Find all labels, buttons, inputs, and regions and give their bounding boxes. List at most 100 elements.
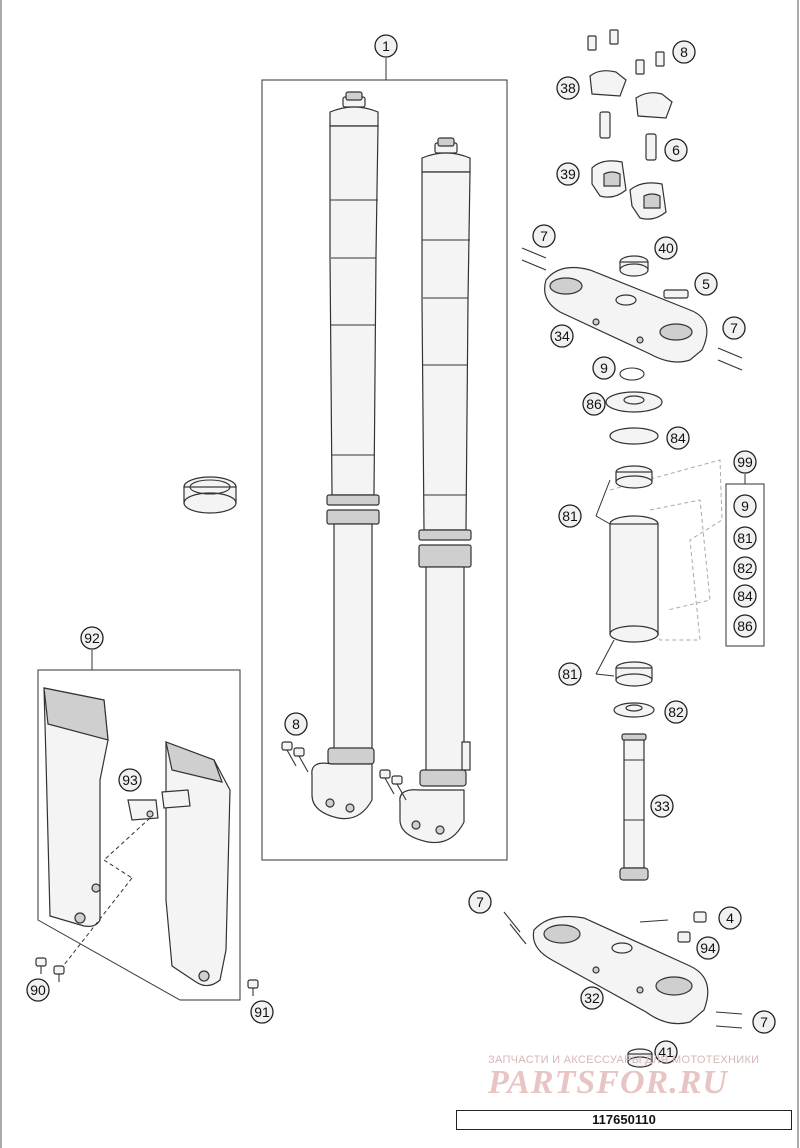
screws-guard: [35, 957, 259, 996]
callout-label: 81: [562, 666, 578, 682]
callout-circle: [733, 584, 757, 608]
callout-circle: [468, 890, 492, 914]
steering-stem: [619, 733, 649, 881]
washer-86: [605, 391, 663, 413]
callout-label: 93: [122, 772, 138, 788]
callout-label: 9: [741, 498, 749, 514]
callout-circle: [558, 662, 582, 686]
callout-c82a: 82: [733, 556, 757, 580]
drawing-number: 117650110: [456, 1110, 792, 1130]
callout-circle: [733, 556, 757, 580]
callout-circle: [664, 138, 688, 162]
callout-label: 7: [730, 320, 738, 336]
callout-label: 82: [737, 560, 753, 576]
fork-guard-frame: [37, 669, 241, 1001]
fork-guard-right: [161, 741, 231, 987]
callout-label: 9: [600, 360, 608, 376]
callout-circle: [592, 356, 616, 380]
callout-c32: 32: [580, 986, 604, 1010]
head-tube: [609, 515, 659, 643]
callout-c8a: 8: [672, 40, 696, 64]
callout-circle: [752, 1010, 776, 1034]
callout-c91: 91: [250, 1000, 274, 1024]
callout-circle: [550, 324, 574, 348]
callout-label: 39: [560, 166, 576, 182]
callout-label: 7: [540, 228, 548, 244]
callout-c33: 33: [650, 794, 674, 818]
callout-c7a: 7: [532, 224, 556, 248]
callout-label: 7: [476, 894, 484, 910]
callout-c86a: 86: [582, 392, 606, 416]
callout-c90: 90: [26, 978, 50, 1002]
callout-label: 7: [760, 1014, 768, 1030]
callout-c82b: 82: [664, 700, 688, 724]
bolt-4-nut-94: [639, 911, 707, 943]
callout-label: 84: [737, 588, 753, 604]
bearing-81-top: [615, 465, 653, 489]
callout-circle: [580, 986, 604, 1010]
callout-label: 86: [737, 618, 753, 634]
callout-circle: [118, 768, 142, 792]
callout-circle: [718, 906, 742, 930]
callout-circle: [250, 1000, 274, 1024]
callout-circle: [733, 494, 757, 518]
callout-label: 82: [668, 704, 684, 720]
handlebar-clamps-lower: [591, 160, 667, 220]
callout-c84a: 84: [666, 426, 690, 450]
callout-c9b: 9: [733, 494, 757, 518]
callout-circle: [80, 626, 104, 650]
callout-c7d: 7: [752, 1010, 776, 1034]
leaders-81: [595, 479, 615, 677]
fork-leg-left: [311, 91, 380, 820]
callout-c5: 5: [694, 272, 718, 296]
callout-circle: [733, 450, 757, 474]
callout-circle: [556, 76, 580, 100]
callout-circle: [654, 236, 678, 260]
callout-label: 84: [670, 430, 686, 446]
callout-label: 38: [560, 80, 576, 96]
callout-c84b: 84: [733, 584, 757, 608]
callout-circle: [733, 526, 757, 550]
lower-triple-clamp: [532, 915, 709, 1025]
frame-ghost: [609, 459, 723, 641]
callout-c81a: 81: [558, 504, 582, 528]
callout-c38: 38: [556, 76, 580, 100]
callout-c93: 93: [118, 768, 142, 792]
callout-c7c: 7: [468, 890, 492, 914]
callout-circle: [666, 426, 690, 450]
callout-circle: [694, 272, 718, 296]
o-ring-9: [619, 367, 645, 381]
watermark-logo: PARTSFOR.RU: [488, 1064, 728, 1101]
callout-c92: 92: [80, 626, 104, 650]
callout-circle: [556, 162, 580, 186]
callout-circle: [722, 316, 746, 340]
callout-c40: 40: [654, 236, 678, 260]
steering-cap: [619, 255, 649, 277]
callout-label: 90: [30, 982, 46, 998]
callout-label: 33: [654, 798, 670, 814]
callout-c34: 34: [550, 324, 574, 348]
callout-c7b: 7: [722, 316, 746, 340]
callout-circle: [672, 40, 696, 64]
callout-circle: [532, 224, 556, 248]
callout-label: 32: [584, 990, 600, 1006]
callout-c81c: 81: [558, 662, 582, 686]
callout-c86b: 86: [733, 614, 757, 638]
callout-circle: [558, 504, 582, 528]
loose-seal-ring: [183, 476, 237, 514]
callout-circle: [26, 978, 50, 1002]
bolts-triple-clamp-lower: [503, 911, 743, 1029]
callout-circle: [582, 392, 606, 416]
bolt-5: [663, 289, 689, 299]
callout-label: 41: [658, 1044, 674, 1060]
fork-leg-right: [399, 137, 472, 844]
callout-label: 4: [726, 910, 734, 926]
callout-c41: 41: [654, 1040, 678, 1064]
callout-label: 81: [562, 508, 578, 524]
callout-circle: [284, 712, 308, 736]
callout-label: 86: [586, 396, 602, 412]
nut-41: [627, 1048, 653, 1068]
callout-c81b: 81: [733, 526, 757, 550]
callout-c4: 4: [718, 906, 742, 930]
